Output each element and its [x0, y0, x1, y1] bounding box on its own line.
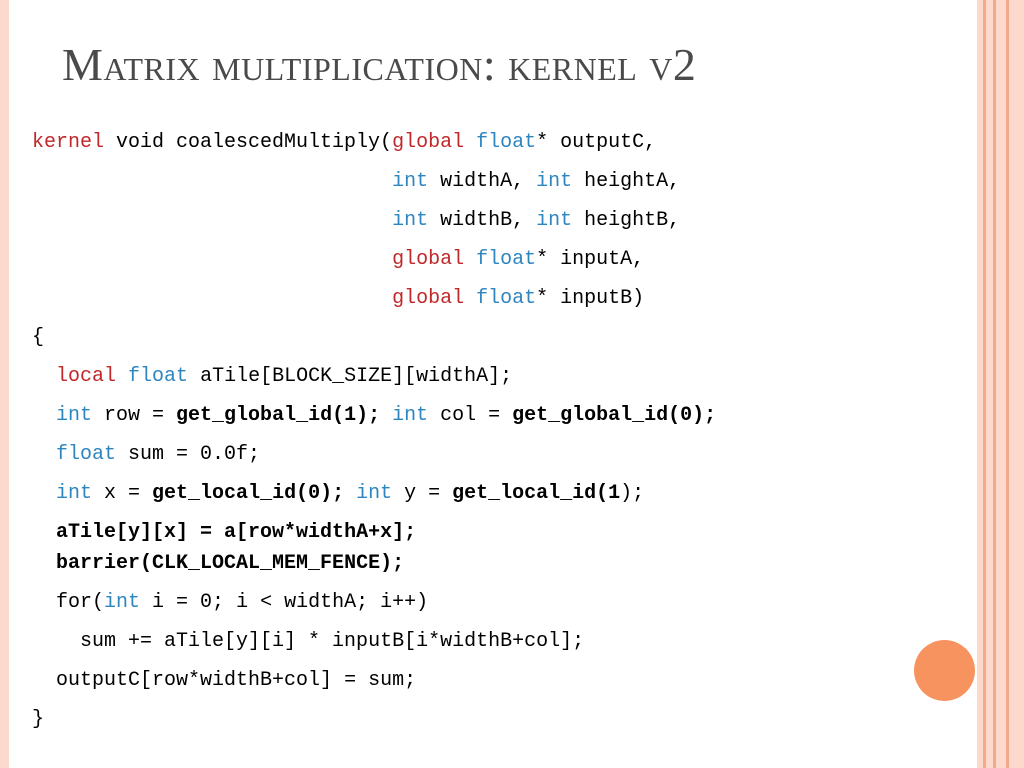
code-line: barrier(CLK_LOCAL_MEM_FENCE);: [32, 549, 962, 588]
code-indent: [32, 443, 56, 466]
code-line: outputC[row*widthB+col] = sum;: [32, 666, 962, 705]
code-indent: [32, 521, 56, 544]
code-token: [380, 404, 392, 427]
stripe: [983, 0, 986, 768]
code-token: * outputC,: [536, 131, 657, 154]
code-token: get_global_id(0);: [512, 404, 717, 427]
code-line: sum += aTile[y][i] * inputB[i*widthB+col…: [32, 627, 962, 666]
code-token: sum = 0.0f;: [116, 443, 261, 466]
code-token: void coalescedMultiply(: [104, 131, 393, 154]
code-indent: [32, 669, 56, 692]
stripe: [993, 0, 996, 768]
code-token: float: [476, 131, 537, 154]
code-indent: [32, 630, 80, 653]
code-token: kernel: [32, 131, 105, 154]
stripe: [977, 0, 983, 768]
stripe: [996, 0, 1006, 768]
code-indent: [32, 170, 392, 193]
code-indent: [32, 591, 56, 614]
code-line: kernel void coalescedMultiply(global flo…: [32, 128, 962, 167]
code-line: int row = get_global_id(1); int col = ge…: [32, 401, 962, 440]
code-line: global float* inputB): [32, 284, 962, 323]
code-token: get_local_id(1: [452, 482, 621, 505]
code-token: int: [392, 404, 429, 427]
code-line: int widthB, int heightB,: [32, 206, 962, 245]
code-line: for(int i = 0; i < widthA; i++): [32, 588, 962, 627]
code-line: int x = get_local_id(0); int y = get_loc…: [32, 479, 962, 518]
slide-title: Matrix multiplication: kernel v2: [62, 39, 697, 90]
code-token: widthA,: [428, 170, 537, 193]
code-token: barrier(CLK_LOCAL_MEM_FENCE);: [56, 552, 405, 575]
code-line: global float* inputA,: [32, 245, 962, 284]
code-indent: [32, 287, 392, 310]
code-indent: [32, 552, 56, 575]
code-token: y =: [392, 482, 453, 505]
code-token: heightA,: [572, 170, 681, 193]
code-token: get_local_id(0);: [152, 482, 345, 505]
code-line: float sum = 0.0f;: [32, 440, 962, 479]
code-token: [344, 482, 356, 505]
stripe: [1006, 0, 1009, 768]
code-token: for(: [56, 591, 105, 614]
code-indent: [32, 404, 56, 427]
code-line: }: [32, 705, 962, 744]
right-decorative-stripes: [977, 0, 1024, 768]
code-token: x =: [92, 482, 153, 505]
code-token: col =: [428, 404, 513, 427]
code-block: kernel void coalescedMultiply(global flo…: [32, 128, 962, 744]
code-indent: [32, 248, 392, 271]
code-token: int: [356, 482, 393, 505]
code-token: [464, 248, 476, 271]
code-token: float: [476, 248, 537, 271]
code-token: * inputB): [536, 287, 645, 310]
code-token: }: [32, 708, 45, 731]
code-line: int widthA, int heightA,: [32, 167, 962, 206]
code-indent: [32, 209, 392, 232]
code-token: float: [128, 365, 189, 388]
code-token: float: [476, 287, 537, 310]
code-token: [464, 287, 476, 310]
code-token: int: [56, 482, 93, 505]
code-token: widthB,: [428, 209, 537, 232]
code-token: global: [392, 287, 465, 310]
code-token: global: [392, 131, 465, 154]
code-indent: [32, 365, 56, 388]
code-token: int: [56, 404, 93, 427]
code-token: int: [104, 591, 141, 614]
code-token: int: [536, 170, 573, 193]
code-token: i = 0; i < widthA; i++): [140, 591, 429, 614]
left-border-stripe: [0, 0, 9, 768]
stripe: [1009, 0, 1024, 768]
code-token: heightB,: [572, 209, 681, 232]
code-token: float: [56, 443, 117, 466]
code-token: {: [32, 326, 45, 349]
orange-circle-decoration: [914, 640, 975, 701]
code-token: * inputA,: [536, 248, 645, 271]
code-token: );: [620, 482, 645, 505]
code-token: int: [392, 209, 429, 232]
code-token: [464, 131, 476, 154]
code-token: global: [392, 248, 465, 271]
code-token: outputC[row*widthB+col] = sum;: [56, 669, 417, 692]
code-token: int: [392, 170, 429, 193]
code-token: int: [536, 209, 573, 232]
code-token: sum += aTile[y][i] * inputB[i*widthB+col…: [80, 630, 585, 653]
code-token: get_global_id(1);: [176, 404, 381, 427]
code-line: aTile[y][x] = a[row*widthA+x];: [32, 518, 962, 549]
code-indent: [32, 482, 56, 505]
code-token: aTile[y][x] = a[row*widthA+x];: [56, 521, 417, 544]
code-line: {: [32, 323, 962, 362]
code-token: [116, 365, 128, 388]
code-token: local: [56, 365, 117, 388]
code-line: local float aTile[BLOCK_SIZE][widthA];: [32, 362, 962, 401]
code-token: aTile[BLOCK_SIZE][widthA];: [188, 365, 513, 388]
code-token: row =: [92, 404, 177, 427]
stripe: [986, 0, 993, 768]
